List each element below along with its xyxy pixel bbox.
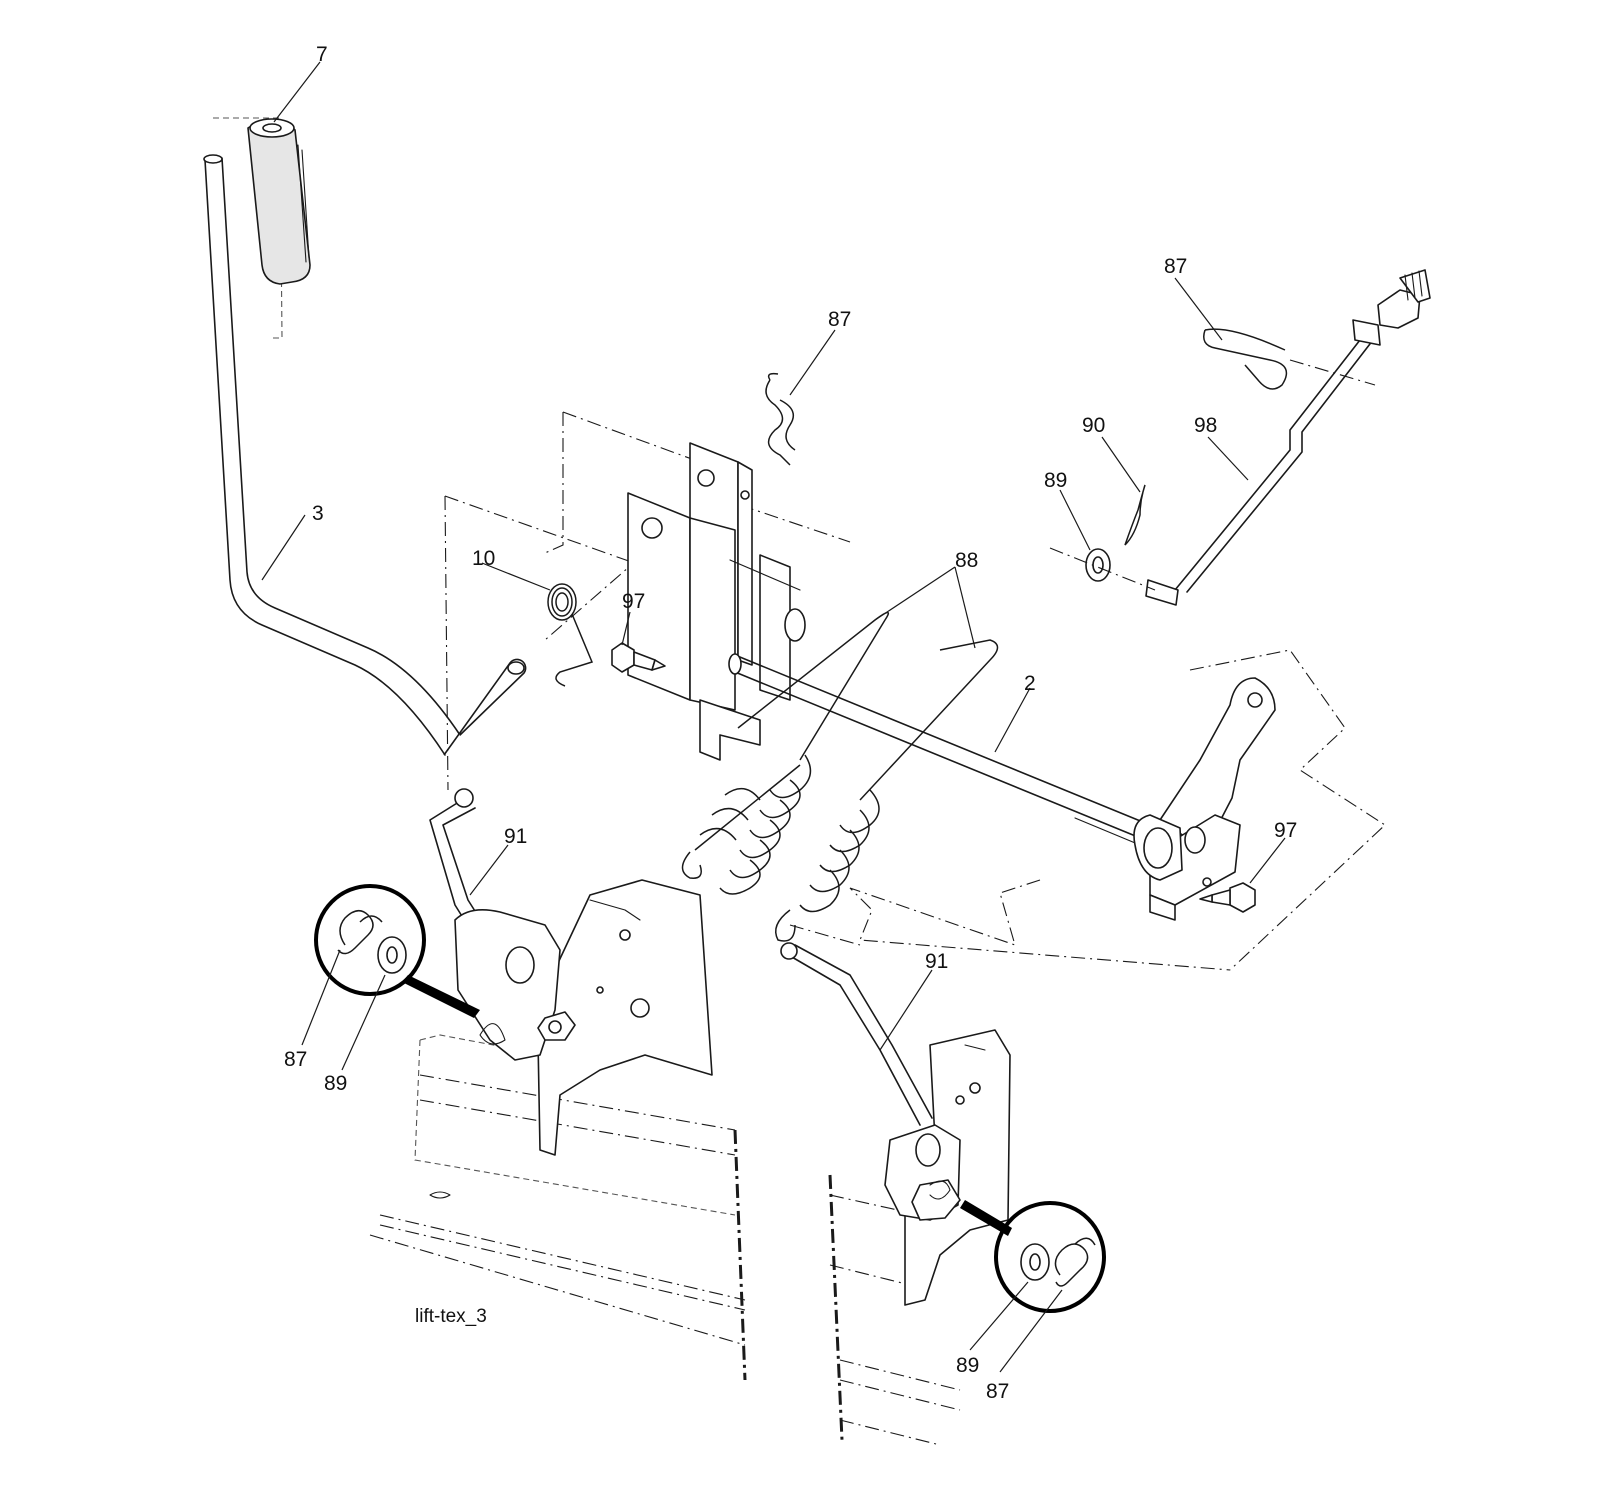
frame-outline-right [789, 649, 1386, 971]
callout-89-detail-right: 89 [956, 1354, 979, 1377]
callout-89-right: 89 [1044, 469, 1067, 492]
torsion-spring [547, 583, 594, 687]
callout-91-left: 91 [504, 825, 527, 848]
callout-90: 90 [1082, 414, 1105, 437]
callout-97-right: 97 [1274, 819, 1297, 842]
callout-91-right: 91 [925, 950, 948, 973]
callout-87-top: 87 [828, 308, 851, 331]
callout-87-detail-left: 87 [284, 1048, 307, 1071]
washer-89-right [1049, 547, 1156, 591]
frame-outline-upper [444, 411, 851, 791]
extension-spring-right [775, 639, 999, 942]
leader-lines [261, 61, 1286, 1373]
deck-outline-left [369, 1034, 747, 1381]
deck-bracket-right [884, 1029, 1011, 1306]
callout-88: 88 [955, 549, 978, 572]
bolt-left [611, 642, 666, 673]
callout-98: 98 [1194, 414, 1217, 437]
lift-lever [203, 154, 527, 756]
callout-labels: 7 3 10 97 87 88 87 90 89 98 2 97 91 91 8… [284, 43, 1297, 1403]
callout-3: 3 [312, 502, 324, 525]
clip-90 [1124, 484, 1146, 546]
callout-89-detail-left: 89 [324, 1072, 347, 1095]
lever-grip [213, 117, 311, 339]
lift-arm-right [1133, 677, 1276, 921]
deck-bracket-left [454, 879, 713, 1156]
detail-circle-right [960, 1200, 1106, 1313]
diagram-caption: lift-tex_3 [415, 1306, 487, 1327]
callout-7: 7 [316, 43, 328, 66]
bolt-right [1199, 882, 1256, 913]
callout-2: 2 [1024, 672, 1036, 695]
lift-shaft [728, 653, 1151, 846]
lift-link-right [780, 942, 933, 1126]
callout-10: 10 [472, 547, 495, 570]
detail-circle-left [314, 884, 480, 1018]
hairpin-clip-top [765, 372, 796, 466]
hairpin-clip-right [1203, 328, 1288, 390]
callout-87-right: 87 [1164, 255, 1187, 278]
cable-rod [1145, 269, 1431, 606]
callout-87-detail-right: 87 [986, 1380, 1009, 1403]
callout-97-left: 97 [622, 590, 645, 613]
mounting-bracket [627, 442, 806, 761]
